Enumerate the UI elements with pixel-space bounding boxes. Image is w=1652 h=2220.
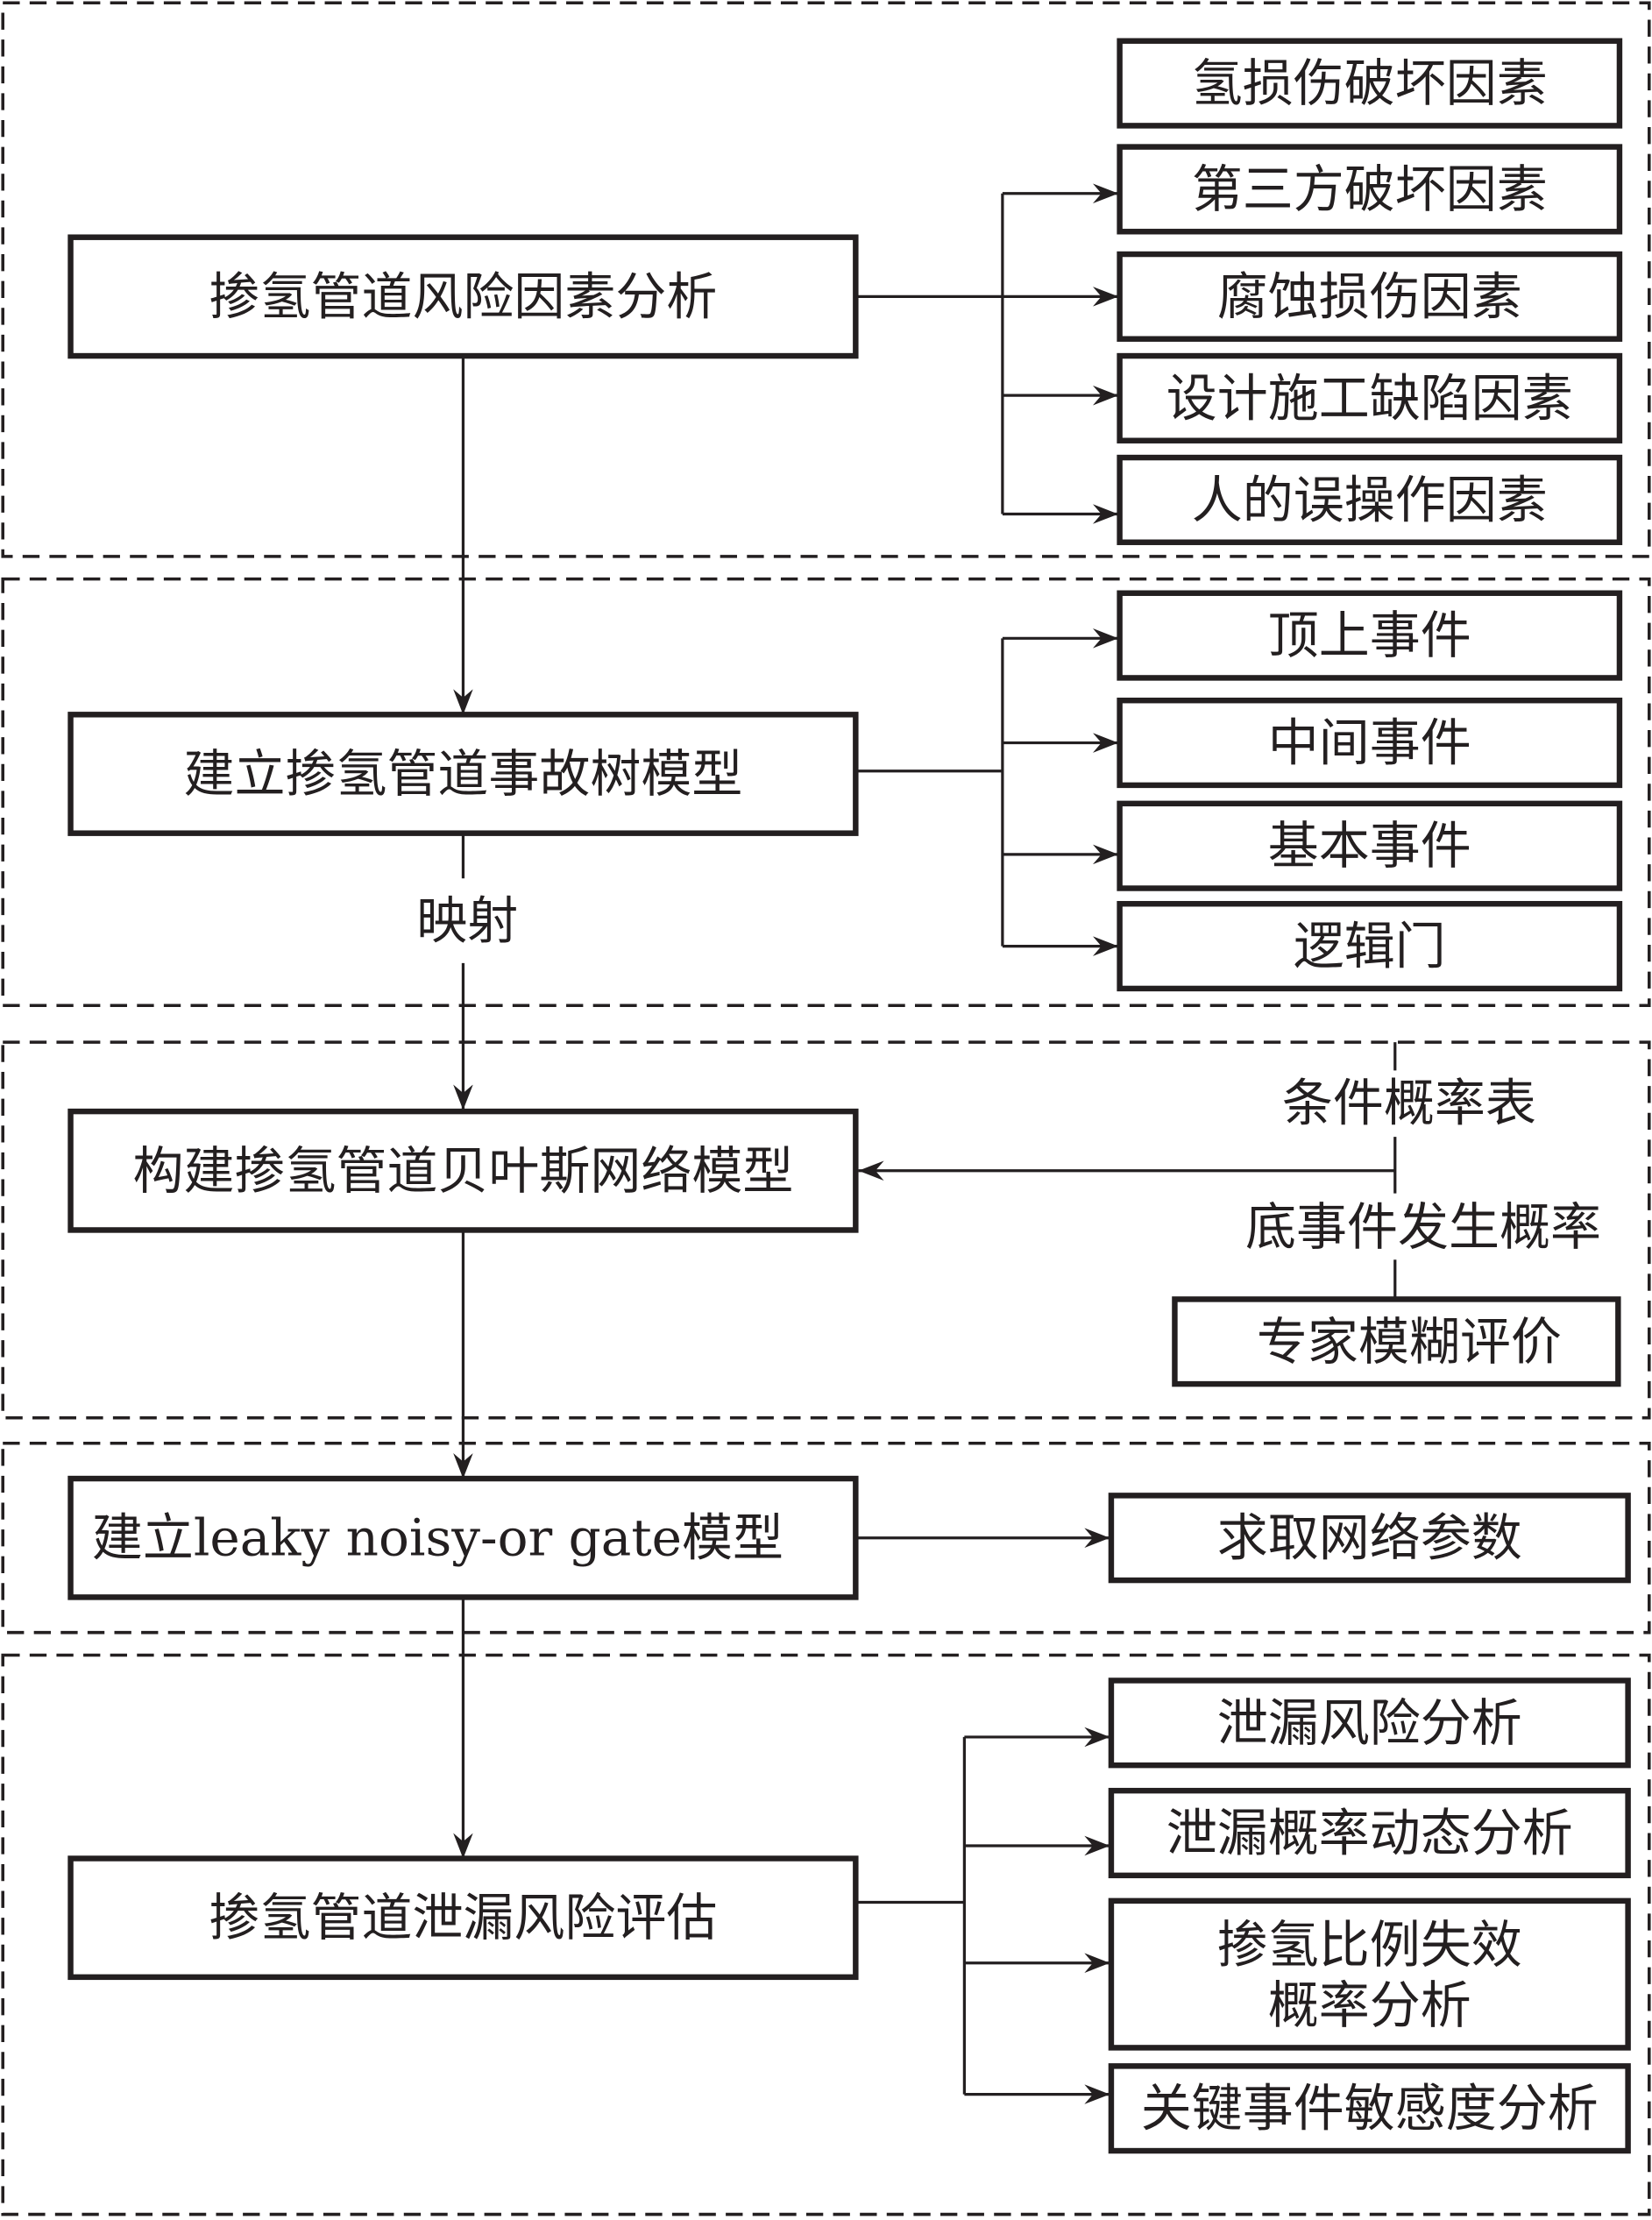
base-event-probability-label: 底事件发生概率	[1245, 1197, 1601, 1257]
node-label-line-2: 概率分析	[1268, 1975, 1471, 2035]
leakage-risk-assessment-node[interactable]: 掺氢管道泄漏风险评估	[67, 1855, 859, 1981]
factor-third-party[interactable]: 第三方破坏因素	[1117, 144, 1623, 235]
node-label: 关键事件敏感度分析	[1141, 2079, 1599, 2138]
node-label: 掺氢管道风险因素分析	[209, 266, 717, 326]
node-label: 求取网络参数	[1217, 1508, 1522, 1568]
leakage-risk-analysis[interactable]: 泄漏风险分析	[1108, 1677, 1631, 1769]
node-label: 设计施工缺陷因素	[1166, 368, 1573, 428]
expert-fuzzy-evaluation-node[interactable]: 专家模糊评价	[1172, 1296, 1621, 1387]
node-label: 基本事件	[1268, 816, 1471, 876]
node-label: 逻辑门	[1294, 917, 1446, 976]
node-label: 建立掺氢管道事故树模型	[183, 744, 742, 804]
node-label: 中间事件	[1268, 713, 1471, 773]
node-label: 腐蚀损伤因素	[1217, 266, 1522, 326]
section-3-frame	[1, 1040, 1651, 1420]
node-label: 掺氢管道泄漏风险评估	[209, 1888, 717, 1947]
factor-human-error[interactable]: 人的误操作因素	[1117, 454, 1623, 545]
risk-factor-analysis-node[interactable]: 掺氢管道风险因素分析	[67, 234, 859, 359]
factor-corrosion[interactable]: 腐蚀损伤因素	[1117, 251, 1623, 342]
bayesian-network-model-node[interactable]: 构建掺氢管道贝叶斯网络模型	[67, 1108, 859, 1233]
node-label: 构建掺氢管道贝叶斯网络模型	[132, 1141, 793, 1201]
factor-hydrogen-damage[interactable]: 氢损伤破坏因素	[1117, 38, 1623, 129]
node-label: 建立leaky noisy-or gate模型	[92, 1508, 783, 1568]
section-5-frame	[1, 1653, 1651, 2216]
section-1-connectors	[855, 183, 1118, 524]
conditional-probability-table-label: 条件概率表	[1282, 1073, 1536, 1132]
section-5-connectors	[855, 1727, 1110, 2104]
node-label: 泄漏风险分析	[1217, 1693, 1522, 1753]
section-2-connectors	[855, 628, 1118, 956]
section-2-frame	[1, 577, 1651, 1008]
fault-tree-model-node[interactable]: 建立掺氢管道事故树模型	[67, 712, 859, 836]
leaky-noisy-or-gate-model-node[interactable]: 建立leaky noisy-or gate模型	[67, 1475, 859, 1600]
node-label: 顶上事件	[1268, 606, 1471, 665]
network-parameters-node[interactable]: 求取网络参数	[1108, 1493, 1631, 1584]
mapping-label: 映射	[416, 891, 518, 951]
event-basic[interactable]: 基本事件	[1117, 800, 1623, 891]
node-label: 第三方破坏因素	[1192, 160, 1548, 219]
key-event-sensitivity-analysis[interactable]: 关键事件敏感度分析	[1108, 2063, 1631, 2154]
logic-gate[interactable]: 逻辑门	[1117, 901, 1623, 992]
event-intermediate[interactable]: 中间事件	[1117, 697, 1623, 789]
node-label: 氢损伤破坏因素	[1192, 53, 1548, 113]
event-top[interactable]: 顶上事件	[1117, 590, 1623, 681]
section-3-connectors	[858, 1042, 1397, 1300]
node-label: 人的误操作因素	[1192, 470, 1548, 529]
node-label: 专家模糊评价	[1257, 1312, 1562, 1372]
node-label: 泄漏概率动态分析	[1166, 1803, 1573, 1862]
factor-design-construction[interactable]: 设计施工缺陷因素	[1117, 352, 1623, 443]
node-label-line-1: 掺氢比例失效	[1217, 1915, 1522, 1975]
section-4-frame	[1, 1441, 1651, 1635]
blending-ratio-failure-analysis[interactable]: 掺氢比例失效 概率分析	[1108, 1897, 1631, 2051]
leakage-probability-dynamic-analysis[interactable]: 泄漏概率动态分析	[1108, 1787, 1631, 1879]
